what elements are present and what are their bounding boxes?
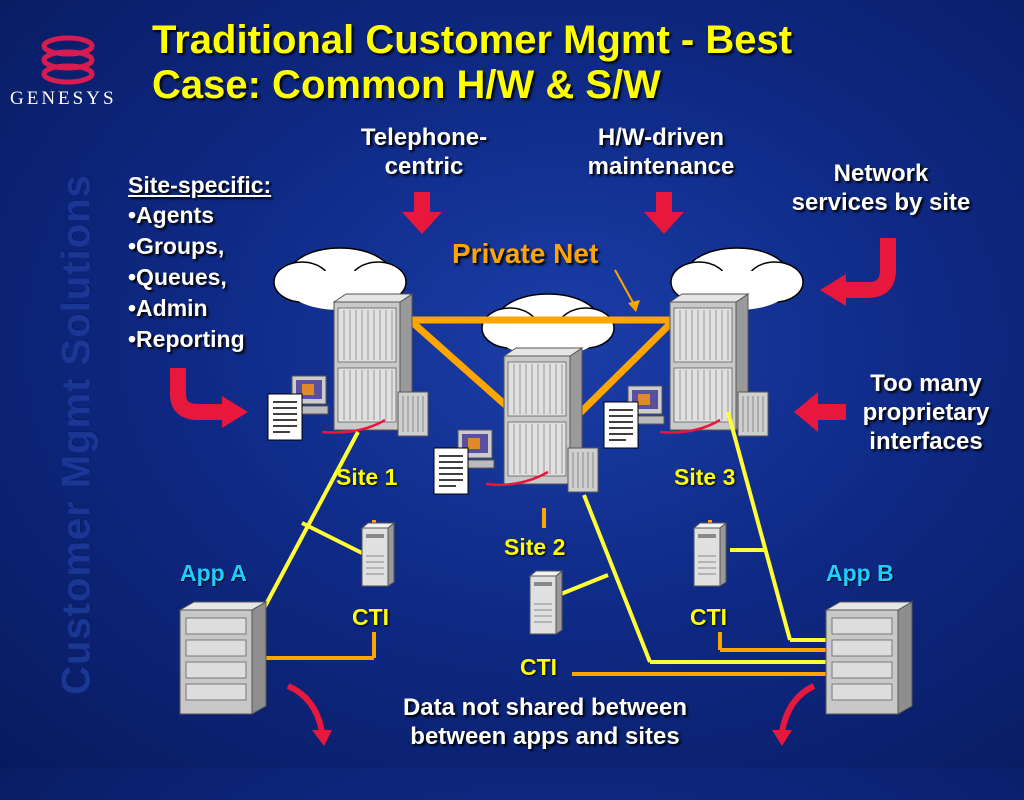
site-specific-heading: Site-specific: (128, 172, 272, 198)
hw-arrow-icon (644, 192, 684, 234)
hw-driven-callout: H/W-driven maintenance (560, 124, 762, 182)
proprietary-arrow-icon (794, 392, 846, 432)
list-item: •Queues, (128, 263, 227, 290)
page-title: Traditional Customer Mgmt - Best Case: C… (152, 18, 972, 108)
cti-server-site3-icon (693, 522, 727, 587)
genesys-logo-icon (41, 35, 95, 85)
switch-site3-icon (669, 293, 749, 431)
site-1-label: Site 1 (336, 464, 398, 490)
app-b-arrow-icon (779, 683, 816, 733)
cti-label-site3: CTI (690, 604, 728, 630)
cloud-site2-icon (481, 293, 615, 357)
site-specific-arrow-icon (170, 368, 226, 420)
callout-line: centric (384, 152, 464, 180)
diagram-canvas (170, 192, 913, 746)
callout-line: Data not shared between (402, 694, 688, 721)
yellow-links (260, 411, 828, 664)
cti-label-site1: CTI (352, 604, 390, 630)
private-net-links (409, 316, 675, 421)
callout-line: Telephone- (360, 124, 488, 151)
document-site1-icon (267, 393, 303, 441)
callout-arrows (402, 192, 846, 432)
app-a-server-icon (179, 601, 267, 715)
app-a-arrow-icon (286, 683, 325, 733)
site-3-label: Site 3 (674, 464, 736, 490)
callout-line: Network (833, 160, 929, 187)
cti-label-site2: CTI (520, 654, 558, 680)
cti-server-site2-icon (529, 570, 563, 635)
document-site3-icon (603, 401, 639, 449)
list-item: •Groups, (128, 232, 225, 259)
private-net-pointer (614, 269, 637, 309)
private-net-label: Private Net (452, 238, 599, 269)
list-item: •Agents (128, 201, 215, 228)
list-item: •Admin (128, 294, 208, 321)
telephone-arrow-icon (402, 192, 442, 234)
callout-line: proprietary (862, 398, 990, 426)
site-specific-block: Site-specific: •Agents •Groups, •Queues,… (128, 172, 271, 355)
cti-server-site1-icon (361, 522, 395, 587)
logo-text: GENESYS (10, 88, 117, 109)
telephone-centric-callout: Telephone- centric (330, 124, 518, 182)
network-services-callout: Network services by site (764, 160, 998, 218)
callout-line: Too many (870, 370, 982, 397)
callout-line: between apps and sites (410, 722, 680, 750)
callout-line: H/W-driven (597, 124, 725, 151)
app-a-label: App A (180, 560, 247, 586)
data-not-shared-callout: Data not shared between between apps and… (350, 694, 740, 752)
proprietary-callout: Too many proprietary interfaces (840, 370, 1012, 456)
site-specific-list: •Agents •Groups, •Queues, •Admin •Report… (128, 200, 271, 355)
document-site2-icon (433, 447, 469, 495)
title-line-2: Case: Common H/W & S/W (152, 63, 661, 108)
list-item: •Reporting (128, 325, 245, 352)
app-b-label: App B (826, 560, 894, 586)
callout-line: services by site (791, 188, 971, 216)
network-arrow-icon (842, 238, 896, 298)
title-line-1: Traditional Customer Mgmt - Best (152, 18, 793, 62)
callout-line: interfaces (869, 427, 983, 455)
callout-line: maintenance (587, 152, 735, 180)
app-b-server-icon (825, 601, 913, 715)
site-2-label: Site 2 (504, 534, 566, 560)
